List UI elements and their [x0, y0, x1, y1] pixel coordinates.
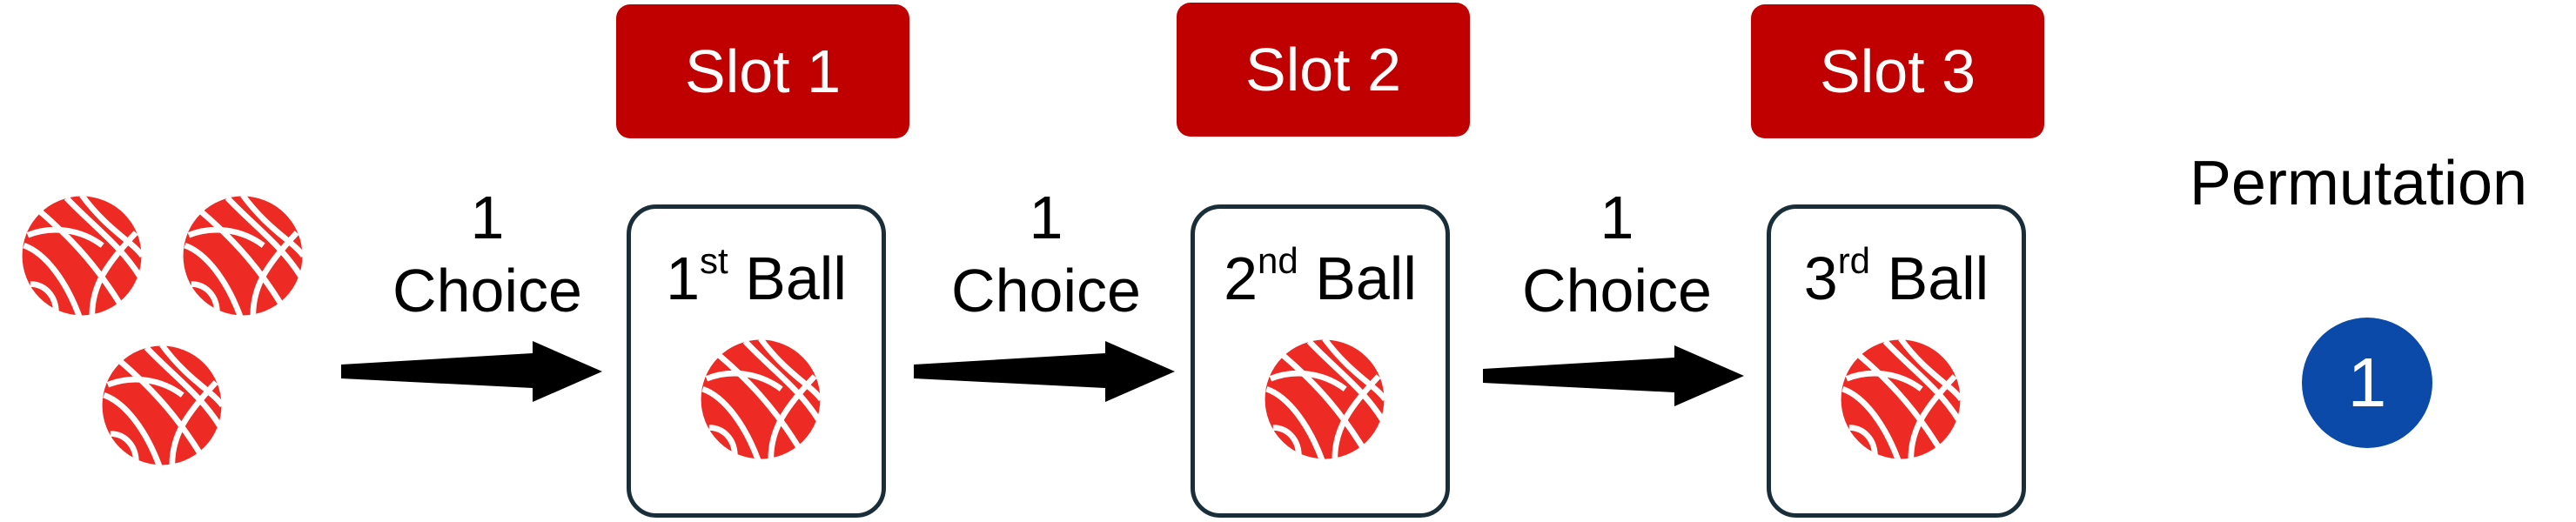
arrow-1-count: 1	[470, 184, 505, 251]
stage-2-suffix: nd	[1258, 240, 1298, 281]
stage-1-ordinal: 1	[666, 244, 701, 312]
arrow-3-caption: 1 Choice	[1504, 181, 1730, 327]
stage-2-noun: Ball	[1315, 244, 1417, 312]
slot-3-tag: Slot 3	[1751, 4, 2044, 138]
stage-3-box: 3rd Ball	[1767, 204, 2026, 518]
stage-2-ordinal: 2	[1224, 244, 1258, 312]
arrow-3-word: Choice	[1522, 257, 1712, 325]
arrow-2-caption: 1 Choice	[933, 181, 1159, 327]
pool-ball-1-icon	[17, 191, 146, 320]
permutation-title: Permutation	[2189, 149, 2528, 218]
arrow-3-count: 1	[1600, 184, 1634, 251]
stage-3-label: 3rd Ball	[1771, 243, 2022, 313]
stage-3-suffix: rd	[1837, 240, 1871, 281]
arrow-1-caption: 1 Choice	[374, 181, 600, 327]
stage-1-noun: Ball	[745, 244, 847, 312]
arrow-2-count: 1	[1029, 184, 1063, 251]
arrow-2-word: Choice	[951, 257, 1141, 325]
pool-ball-3-icon	[97, 341, 226, 470]
pool-ball-2-icon	[178, 191, 307, 320]
arrow-1-word: Choice	[392, 257, 582, 325]
stage-2-ball-icon	[1260, 335, 1389, 464]
stage-3-ordinal: 3	[1803, 244, 1838, 312]
arrow-2-icon	[914, 341, 1175, 402]
stage-3-noun: Ball	[1887, 244, 1989, 312]
stage-1-box: 1st Ball	[627, 204, 886, 518]
slot-2-tag: Slot 2	[1177, 3, 1470, 137]
stage-2-box: 2nd Ball	[1191, 204, 1450, 518]
stage-1-label: 1st Ball	[631, 243, 882, 313]
slot-1-tag: Slot 1	[616, 4, 909, 138]
stage-2-label: 2nd Ball	[1195, 243, 1446, 313]
stage-3-ball-icon	[1836, 335, 1965, 464]
arrow-1-icon	[341, 341, 602, 402]
stage-1-suffix: st	[700, 240, 728, 281]
permutation-count-badge: 1	[2302, 318, 2432, 448]
arrow-3-icon	[1483, 345, 1744, 406]
stage-1-ball-icon	[696, 335, 825, 464]
